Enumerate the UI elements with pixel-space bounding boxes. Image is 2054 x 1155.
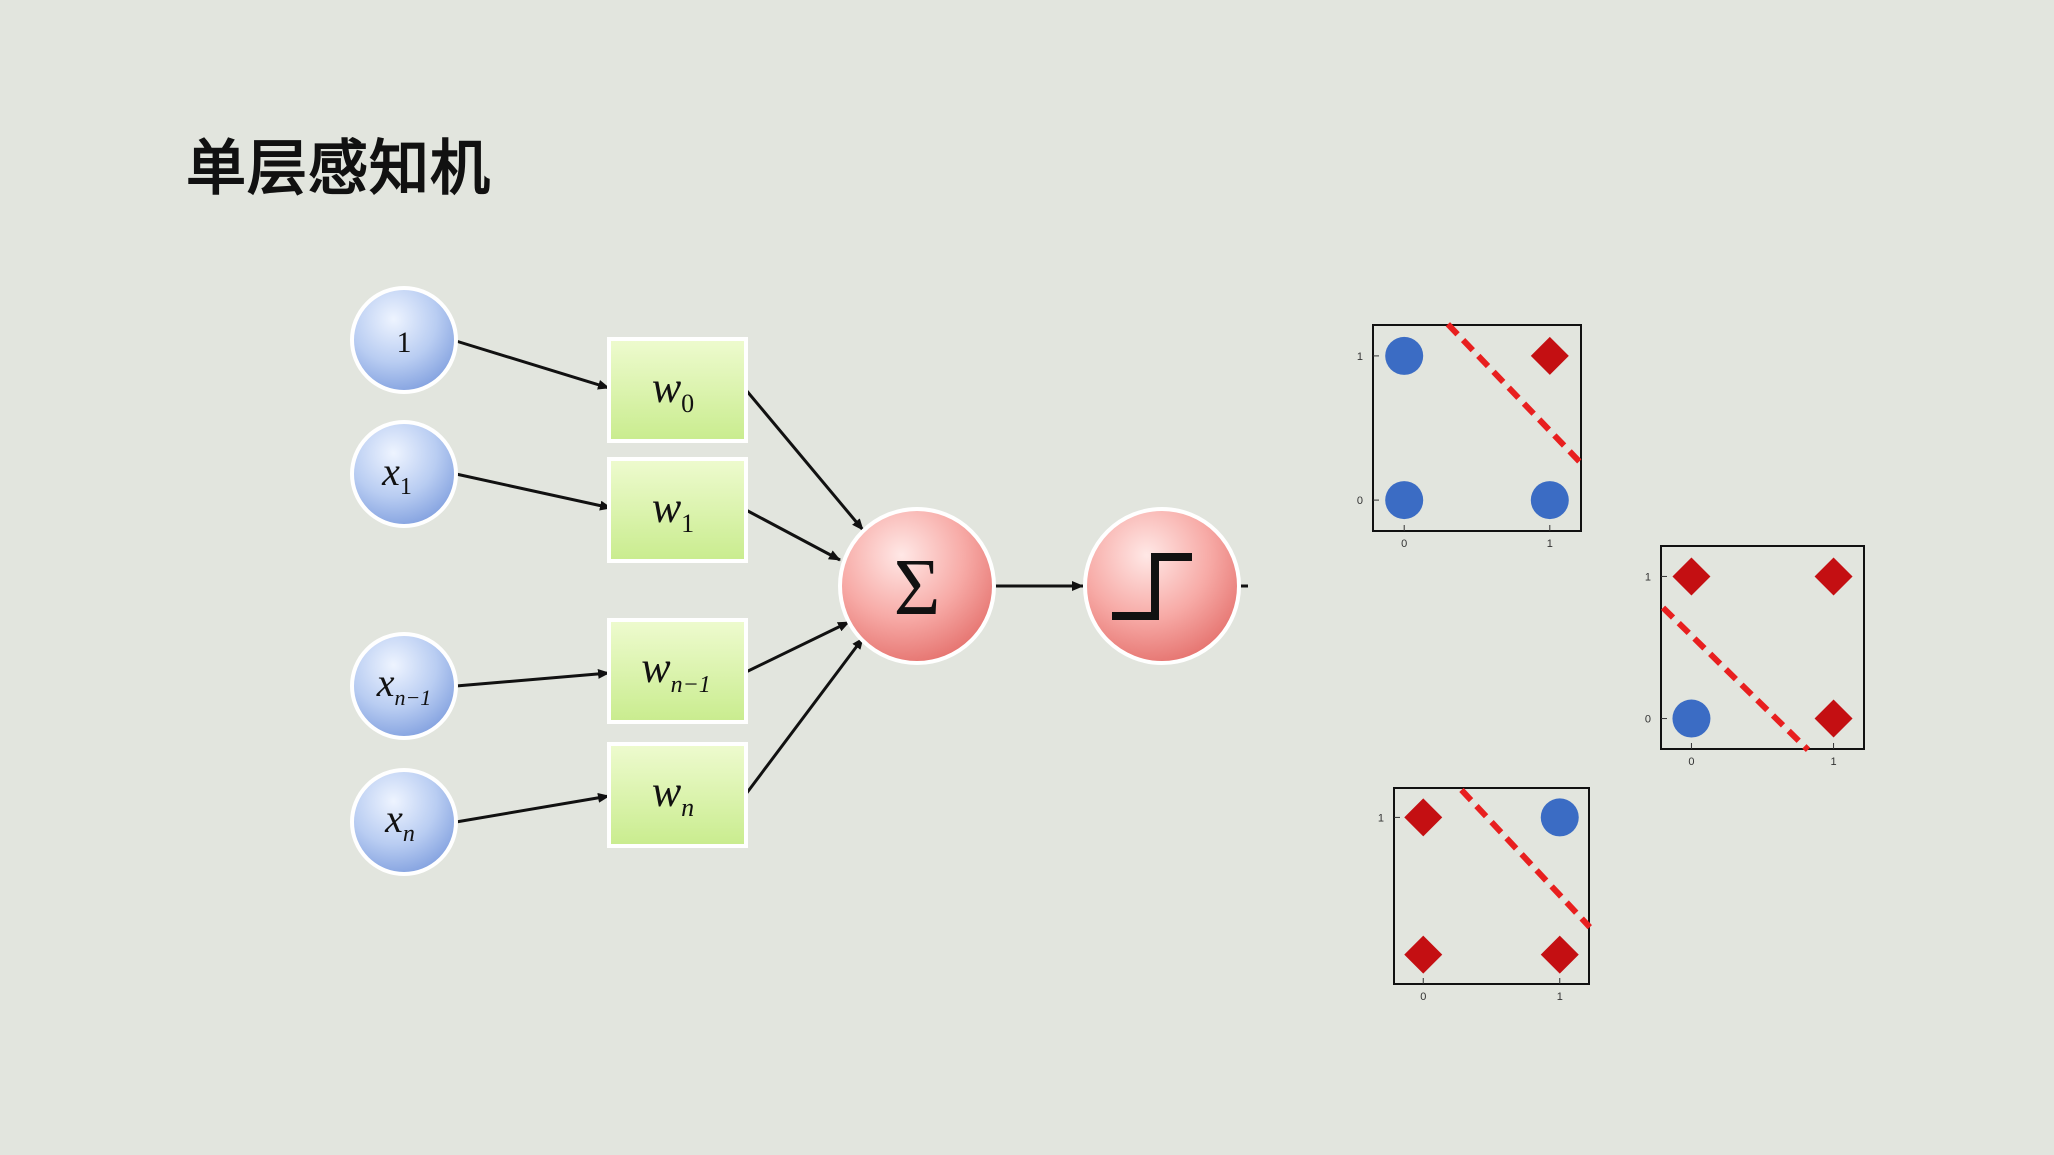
y-tick-label: 0 (1645, 714, 1651, 726)
input-label-sub: n (403, 821, 415, 847)
svg-text:x1: x1 (381, 449, 412, 500)
data-point-diamond (1540, 935, 1579, 974)
weight-box-w1: w1 (607, 457, 748, 563)
weight-label-sub: n (681, 793, 694, 822)
input-label-sub: 1 (400, 474, 412, 500)
weight-box-wn-1: wn−1 (607, 618, 748, 724)
decision-boundary (1459, 787, 1592, 930)
decision-boundary (1445, 322, 1584, 467)
x-tick-label: 0 (1688, 756, 1694, 768)
data-point-circle (1385, 336, 1424, 375)
data-point-diamond (1404, 798, 1443, 837)
input-label-main: x (381, 449, 400, 494)
data-point-diamond (1530, 336, 1569, 375)
svg-text:xn: xn (384, 796, 415, 847)
data-point-diamond (1672, 557, 1711, 596)
svg-text:wn−1: wn−1 (641, 643, 711, 698)
svg-text:w0: w0 (652, 363, 694, 418)
y-tick-label: 1 (1357, 351, 1363, 363)
y-tick-label: 1 (1378, 812, 1384, 824)
decision-boundary (1660, 605, 1811, 752)
data-point-circle (1530, 481, 1569, 520)
sum-symbol: Σ (894, 544, 941, 632)
data-point-diamond (1814, 699, 1853, 738)
x-tick-label: 1 (1547, 538, 1553, 550)
data-point-circle (1385, 481, 1424, 520)
y-tick-label: 0 (1357, 495, 1363, 507)
summation-node: Σ (838, 507, 996, 665)
plot-frame (1393, 787, 1590, 985)
weight-label-main: w (652, 363, 682, 412)
data-point-circle (1672, 699, 1711, 738)
x-tick-label: 1 (1830, 756, 1836, 768)
input-label-main: x (376, 660, 395, 705)
input-node-bias: 1 (350, 286, 458, 394)
input-label-main: 1 (397, 326, 412, 359)
weight-label-main: w (652, 767, 682, 816)
data-point-diamond (1404, 935, 1443, 974)
input-label-sub: n−1 (394, 685, 431, 710)
plot-and: 0 1 0 1 (1645, 545, 1865, 768)
plot-nand: 0 1 1 (1378, 787, 1592, 1003)
weight-label-sub: 1 (681, 509, 694, 538)
slide-title: 单层感知机 (186, 134, 491, 204)
svg-text:w1: w1 (652, 483, 694, 538)
data-point-diamond (1814, 557, 1853, 596)
weight-arrows (744, 389, 865, 795)
step-function-icon (1112, 553, 1192, 620)
input-node-xn-1: xn−1 (350, 632, 458, 740)
svg-text:xn−1: xn−1 (376, 660, 432, 710)
weight-box-w0: w0 (607, 337, 748, 443)
x-tick-label: 1 (1557, 991, 1563, 1003)
weight-box-wn: wn (607, 742, 748, 848)
y-tick-label: 1 (1645, 571, 1651, 583)
activation-node (1083, 507, 1241, 665)
weight-label-sub: n−1 (671, 672, 711, 698)
plot-frame (1372, 324, 1582, 532)
input-arrows (455, 339, 612, 824)
weight-label-main: w (652, 483, 682, 532)
input-label-main: x (384, 796, 403, 841)
x-tick-label: 0 (1420, 991, 1426, 1003)
input-node-xn: xn (350, 768, 458, 876)
weight-label-sub: 0 (681, 389, 694, 418)
svg-text:wn: wn (652, 767, 694, 822)
plot-frame (1660, 545, 1865, 750)
plot-or: 0 1 0 1 (1357, 322, 1584, 550)
weight-label-main: w (641, 643, 671, 692)
x-tick-label: 0 (1401, 538, 1407, 550)
input-node-x1: x1 (350, 420, 458, 528)
data-point-circle (1540, 798, 1579, 837)
